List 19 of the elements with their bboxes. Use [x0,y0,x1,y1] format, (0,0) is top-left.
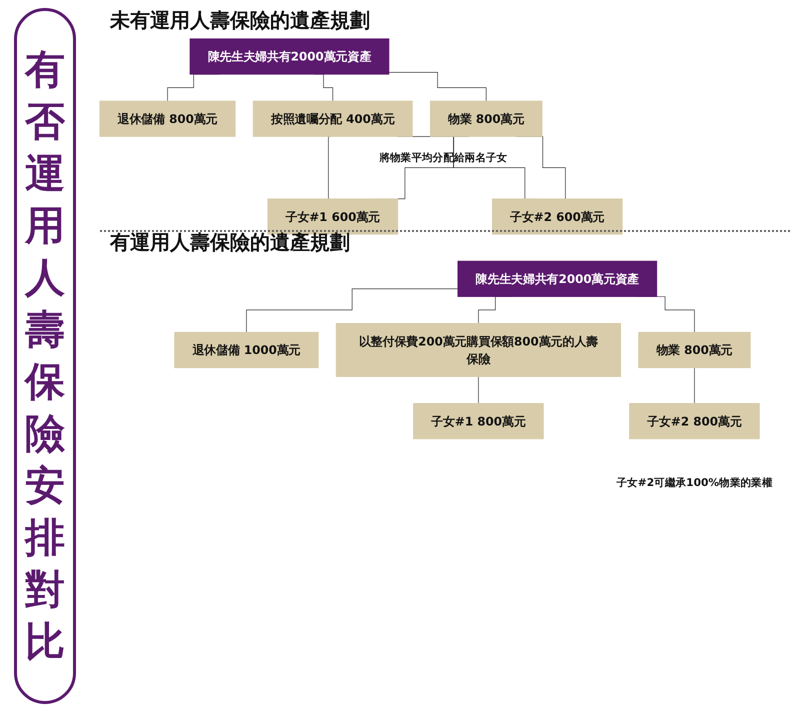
connector [328,136,331,200]
node-box: 按照遺囑分配 400萬元 [252,100,413,137]
connector [694,367,695,404]
node-box: 子女#2 600萬元 [492,198,623,235]
connector [246,288,458,332]
node-box: 子女#1 800萬元 [413,403,544,440]
node-box: 陳先生夫婦共有2000萬元資產 [190,38,390,75]
section-heading: 未有運用人壽保險的遺產規劃 [110,6,370,34]
node-box: 子女#2 800萬元 [629,403,760,440]
connector [478,376,479,404]
node-box: 退休儲備 800萬元 [99,100,236,137]
node-box: 退休儲備 1000萬元 [174,332,319,368]
node-box: 物業 800萬元 [638,332,751,368]
node-label: 子女#2可繼承100%物業的業權 [616,476,772,489]
node-box: 陳先生夫婦共有2000萬元資產 [458,260,658,297]
node-box: 物業 800萬元 [430,100,542,137]
node-box: 以整付保費200萬元購買保額800萬元的人壽保險 [336,323,622,377]
title: 有否運用人壽保險安排對比 [23,46,66,667]
connector [388,72,486,102]
